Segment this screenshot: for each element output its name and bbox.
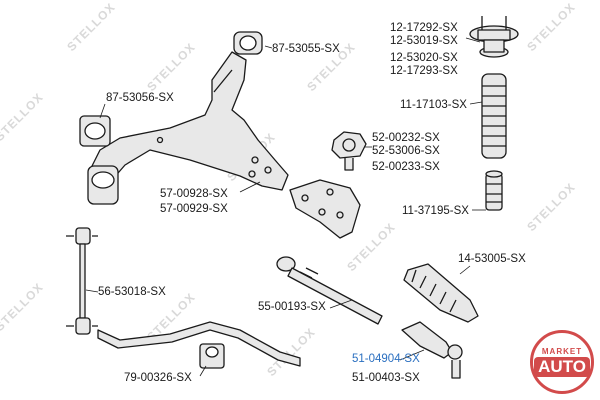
control-arm — [89, 51, 289, 191]
label-top-mount-1: 12-17292-SX — [390, 22, 458, 34]
marketauto-logo: MARKET AUTO — [530, 330, 594, 394]
leader-lines — [85, 37, 486, 377]
label-rack-boot: 14-53005-SX — [458, 253, 526, 265]
label-upper-bushing: 87-53055-SX — [272, 43, 340, 55]
front-bushing — [87, 165, 119, 205]
label-top-mount-4: 12-17293-SX — [390, 65, 458, 77]
label-control-arm-1: 57-00928-SX — [160, 188, 228, 200]
label-inner-tie-rod: 55-00193-SX — [258, 301, 326, 313]
label-bump-stop: 11-37195-SX — [402, 205, 469, 217]
rear-bushing — [79, 115, 111, 147]
top-mount — [469, 16, 519, 58]
label-top-mount-3: 12-53020-SX — [390, 52, 458, 64]
label-top-mount-2: 12-53019-SX — [390, 35, 458, 47]
label-ball-joint-3: 52-00233-SX — [372, 161, 440, 173]
label-stabilizer-link: 56-53018-SX — [98, 286, 166, 298]
label-control-arm-2: 57-00929-SX — [160, 203, 228, 215]
label-ball-joint-1: 52-00232-SX — [372, 132, 440, 144]
stabilizer-bar — [97, 321, 301, 367]
stabilizer-bushing — [199, 343, 225, 369]
rack-boot — [403, 263, 479, 323]
stabilizer-link — [66, 227, 98, 335]
logo-line-1: MARKET — [541, 347, 583, 356]
upper-bushing — [233, 31, 263, 55]
logo-line-2: AUTO — [534, 357, 590, 377]
label-boot: 11-17103-SX — [400, 99, 467, 111]
label-rear-bushing: 87-53056-SX — [106, 92, 174, 104]
ball-joint — [331, 131, 367, 171]
label-ball-joint-2: 52-53006-SX — [372, 145, 440, 157]
tie-rod-end — [401, 321, 463, 379]
label-tie-rod-end-2: 51-00403-SX — [352, 372, 420, 384]
label-stabilizer-bushing: 79-00326-SX — [124, 372, 192, 384]
bump-stop — [485, 170, 503, 211]
label-tie-rod-end-1: 51-04904-SX — [352, 353, 420, 365]
dust-boot — [481, 73, 507, 159]
mounting-bracket — [289, 179, 361, 239]
